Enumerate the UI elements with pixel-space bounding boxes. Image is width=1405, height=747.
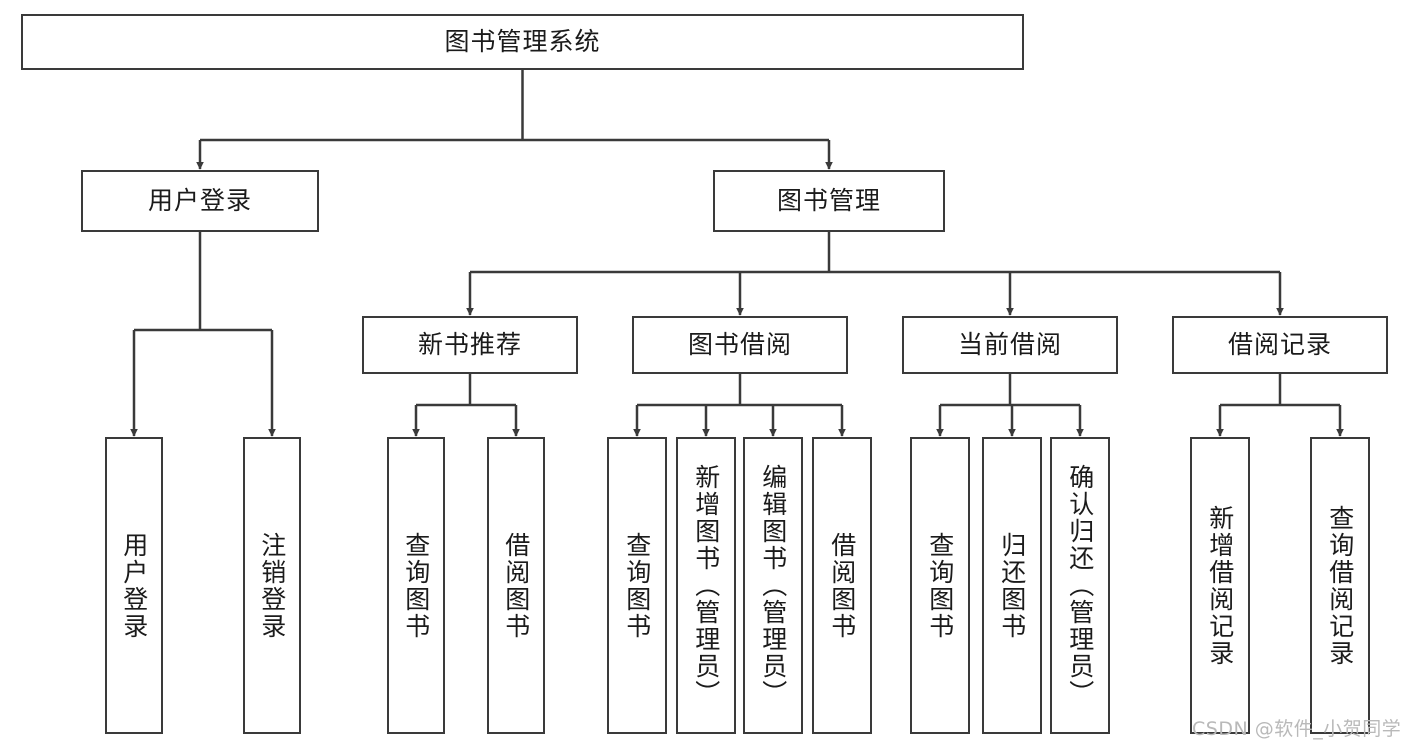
leaf-newbook-borrow[interactable]: 借阅图书 [487,437,545,734]
leaf-borrow-borrow-book[interactable]: 借阅图书 [812,437,872,734]
watermark: CSDN @软件_小贺同学 [1192,718,1402,740]
node-root-label: 图书管理系统 [444,27,601,56]
node-new-book-recommend[interactable]: 新书推荐 [362,316,578,374]
node-borrow-record-label: 借阅记录 [1227,330,1332,359]
leaf-newbook-query-label: 查询图书 [401,531,431,640]
leaf-user-logout[interactable]: 注销登录 [243,437,301,734]
leaf-borrow-edit-book-label: 编辑图书（管理员） [758,464,788,707]
leaf-borrow-edit-book[interactable]: 编辑图书（管理员） [743,437,803,734]
node-user-login-label: 用户登录 [147,186,252,215]
node-current-borrow[interactable]: 当前借阅 [902,316,1118,374]
node-root[interactable]: 图书管理系统 [21,14,1024,70]
leaf-user-login-label: 用户登录 [119,531,149,640]
leaf-borrow-borrow-book-label: 借阅图书 [827,531,857,640]
leaf-user-login[interactable]: 用户登录 [105,437,163,734]
leaf-borrow-query-label: 查询图书 [622,531,652,640]
node-book-borrow-label: 图书借阅 [687,330,792,359]
leaf-current-confirm-return[interactable]: 确认归还（管理员） [1050,437,1110,734]
node-user-login[interactable]: 用户登录 [81,170,319,232]
leaf-current-return[interactable]: 归还图书 [982,437,1042,734]
leaf-record-query-label: 查询借阅记录 [1325,504,1355,667]
node-book-management-label: 图书管理 [776,186,881,215]
leaf-user-logout-label: 注销登录 [257,531,287,640]
leaf-newbook-borrow-label: 借阅图书 [501,531,531,640]
node-book-borrow[interactable]: 图书借阅 [632,316,848,374]
leaf-record-query[interactable]: 查询借阅记录 [1310,437,1370,734]
leaf-record-add-label: 新增借阅记录 [1205,504,1235,667]
leaf-current-query[interactable]: 查询图书 [910,437,970,734]
leaf-borrow-query[interactable]: 查询图书 [607,437,667,734]
leaf-newbook-query[interactable]: 查询图书 [387,437,445,734]
node-borrow-record[interactable]: 借阅记录 [1172,316,1388,374]
node-book-management[interactable]: 图书管理 [713,170,945,232]
leaf-current-return-label: 归还图书 [997,531,1027,640]
node-new-book-recommend-label: 新书推荐 [417,330,522,359]
node-current-borrow-label: 当前借阅 [957,330,1062,359]
leaf-record-add[interactable]: 新增借阅记录 [1190,437,1250,734]
leaf-borrow-add-book[interactable]: 新增图书（管理员） [676,437,736,734]
leaf-borrow-add-book-label: 新增图书（管理员） [691,464,721,707]
leaf-current-confirm-return-label: 确认归还（管理员） [1065,464,1095,707]
leaf-current-query-label: 查询图书 [925,531,955,640]
